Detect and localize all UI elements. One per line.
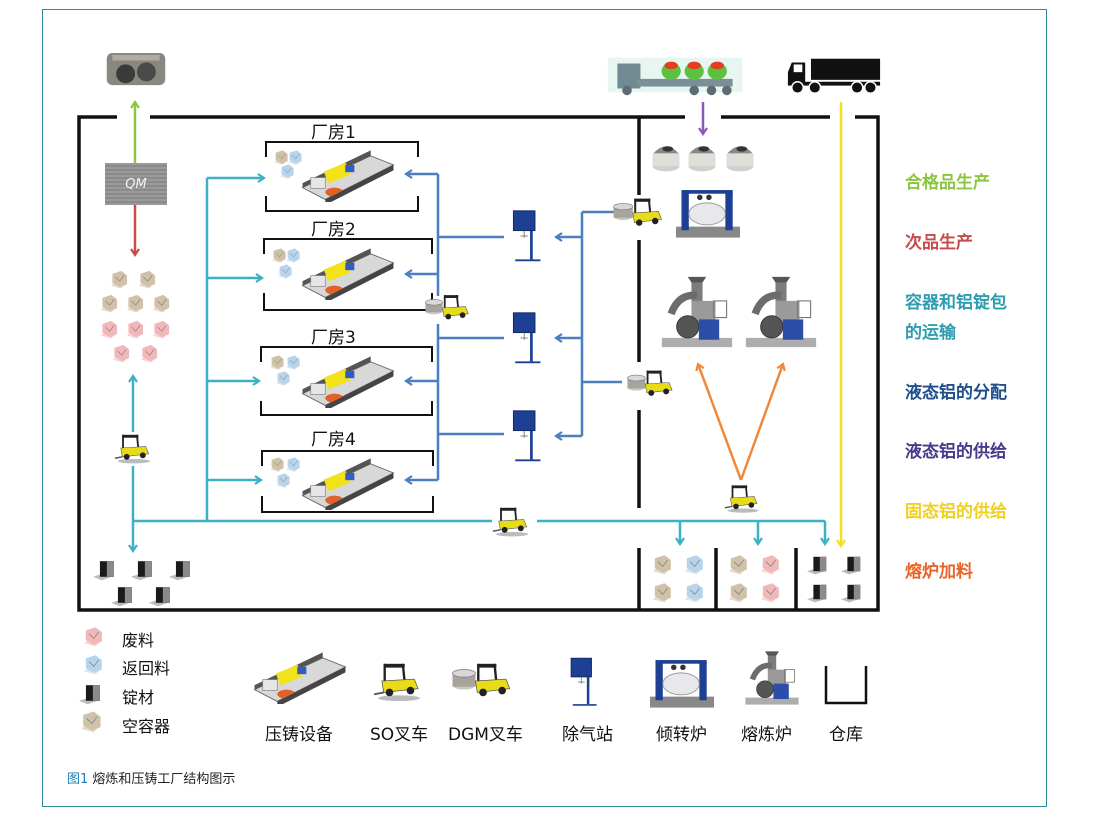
legend-melting-furnace: 熔炼炉 [741,725,792,745]
ingot-icon [79,685,100,705]
legend-good-production: 合格品生产 [905,173,990,193]
distribution-flow [404,169,622,485]
dgm-forklift-icon [612,197,663,227]
crucible-icon [652,146,680,172]
warehouse-icon [824,666,868,705]
legend-liquid-distribution: 液态铝的分配 [905,383,1007,403]
die-casting-machine-icon [302,149,394,202]
defect-storage-pile [100,270,170,363]
legend-degassing-station: 除气站 [562,725,613,745]
melting-furnace-icon [745,651,798,704]
hall-3-title: 厂房3 [311,328,356,348]
figure-number: 图1 [67,772,89,787]
furnace-charging-arrow-left [695,362,743,481]
hall-4-box [261,450,434,513]
hall-4-title: 厂房4 [311,430,356,450]
hall-2-title: 厂房2 [311,220,356,240]
legend-so-forklift: SO叉车 [370,725,429,745]
die-casting-machine-icon [302,355,394,408]
legend-defect-production: 次品生产 [905,233,973,253]
legend-scrap: 废料 [122,631,155,650]
figure-caption: 图1 熔炼和压铸工厂结构图示 [67,768,235,787]
hall-3-box [260,346,433,416]
degassing-station-icon [511,409,542,462]
tilting-furnace-icon [650,659,714,708]
warehouse-bay-ingot [807,556,861,603]
melting-furnace-icon [662,277,732,347]
empty-container-icon [81,711,101,733]
legend-furnace-charging: 熔炉加料 [905,562,973,582]
hall-containers [270,150,302,489]
die-casting-machine-icon [254,651,346,704]
warehouse-bay-return-material [652,554,704,603]
legend-empty-container: 空容器 [122,717,171,736]
so-forklift-icon [723,484,760,514]
legend-container-transport: 容器和铝锭包 [905,293,1007,313]
so-forklift-icon [113,433,152,465]
die-casting-machine-icon [302,247,394,300]
crucible-icon [688,146,716,172]
quality-management-box: QM [105,163,167,205]
return-material-icon [83,654,103,675]
tilting-furnace-icon [676,189,740,238]
engine-product-icon [106,53,166,86]
furnace-charging-arrow-right [739,362,786,481]
tanker-truck-icon [607,57,743,96]
figure-caption-text: 熔炼和压铸工厂结构图示 [88,772,236,787]
hall-1-title: 厂房1 [311,123,356,143]
legend-container-transport-line2: 的运输 [905,323,956,343]
degassing-station-icon [511,209,542,262]
melting-furnace-icon [746,277,816,347]
legend-ingot: 锭材 [122,688,155,707]
legend-liquid-supply: 液态铝的供给 [905,442,1007,462]
ingot-storage-pile [93,561,190,607]
legend-dgm-forklift: DGM叉车 [448,725,523,745]
hall-1-box [265,141,419,212]
legend-warehouse: 仓库 [829,725,863,745]
so-forklift-icon [372,662,422,702]
crucible-icon [726,146,754,172]
degassing-station-icon [569,656,598,707]
legend-tilting-furnace: 倾转炉 [656,725,707,745]
plant-walls [77,115,880,612]
legend-return-material: 返回料 [122,659,171,678]
warehouse-bay-scrap [728,554,780,603]
degassing-station-icon [511,311,542,364]
truck-icon [787,57,881,95]
scrap-icon [83,626,103,647]
legend-die-casting-machine: 压铸设备 [265,725,333,745]
dgm-forklift-icon [626,369,674,397]
die-casting-machine-icon [302,457,394,510]
transport-flow [128,173,830,553]
qm-label: QM [125,176,147,192]
dgm-forklift-icon [451,662,511,698]
legend-solid-supply: 固态铝的供给 [905,502,1007,522]
so-forklift-icon [491,506,530,538]
